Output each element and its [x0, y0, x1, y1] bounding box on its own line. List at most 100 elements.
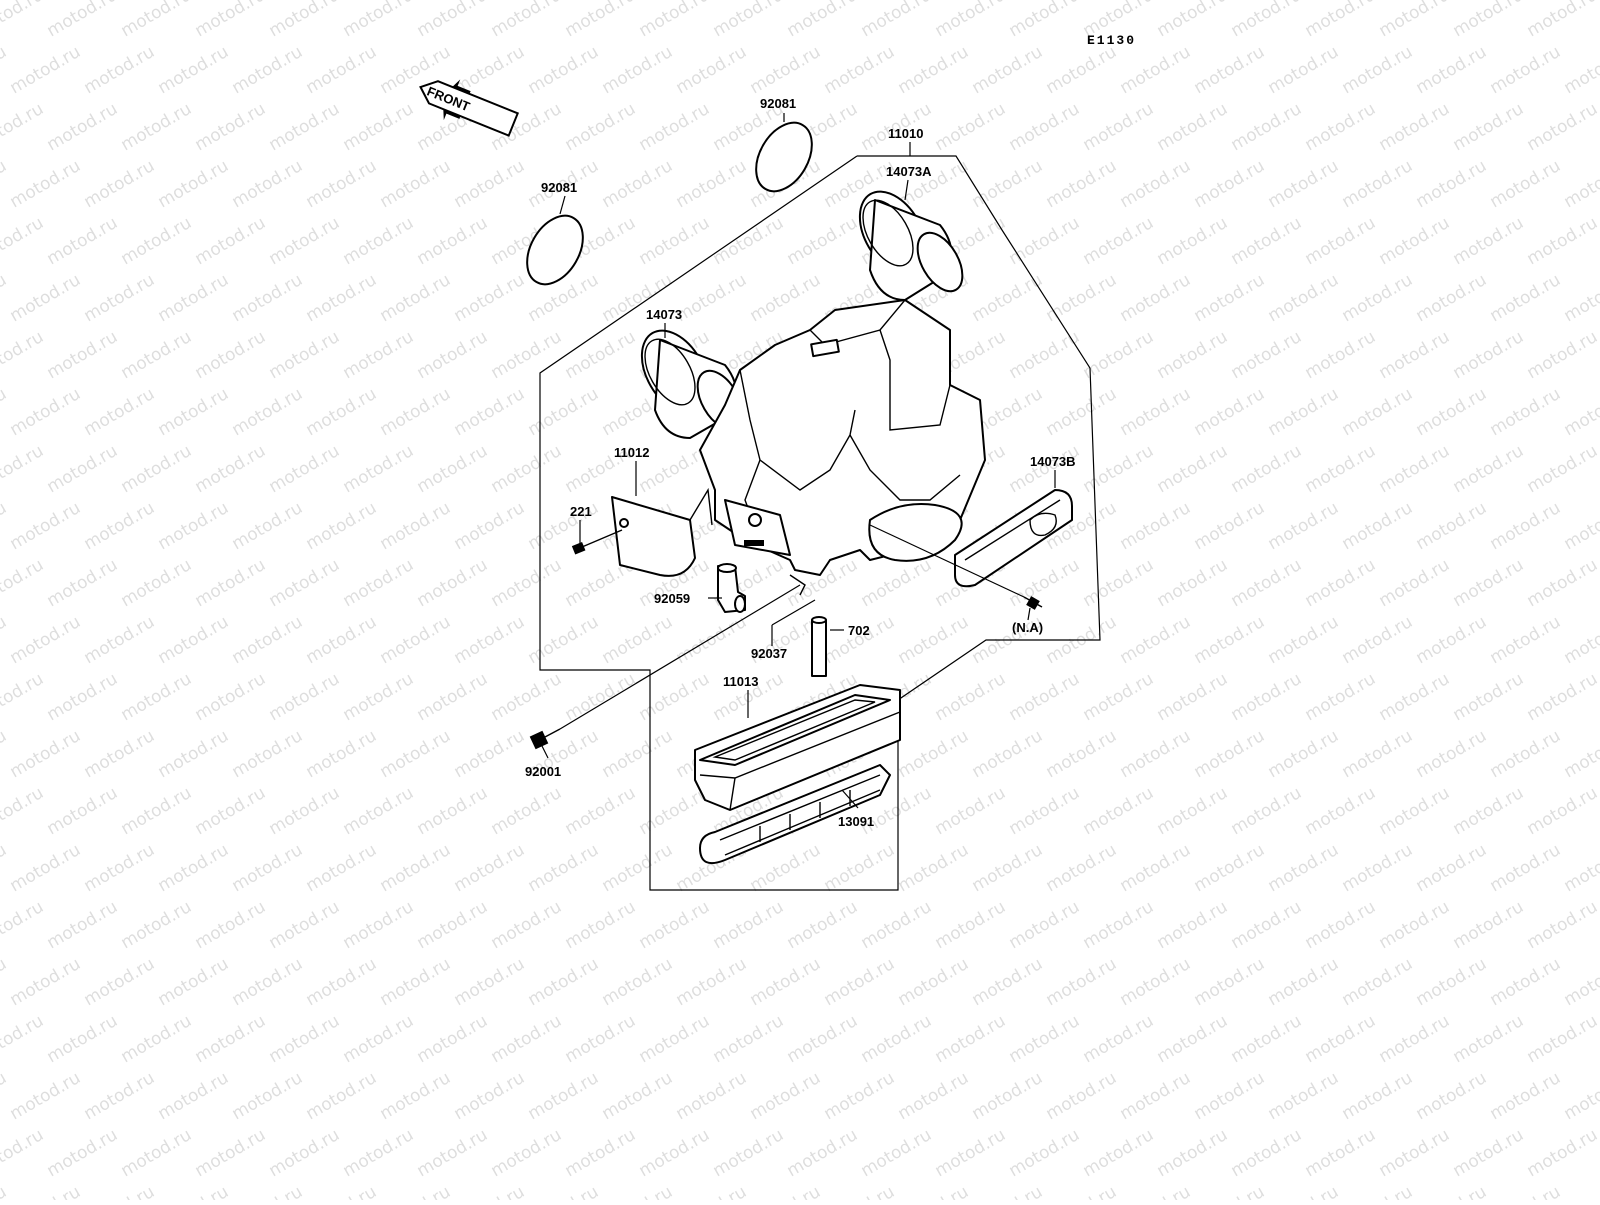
watermark-text: motod.ru — [192, 213, 270, 269]
watermark-text: motod.ru — [155, 1182, 233, 1200]
watermark-text: motod.ru — [673, 42, 751, 98]
watermark-text: motod.ru — [1561, 156, 1600, 212]
watermark-text: motod.ru — [1302, 441, 1380, 497]
watermark-text: motod.ru — [44, 897, 122, 953]
watermark-text: motod.ru — [1265, 270, 1343, 326]
watermark-text: motod.ru — [1450, 213, 1528, 269]
label-11013: 11013 — [723, 674, 758, 689]
watermark-text: motod.ru — [340, 669, 418, 725]
watermark-text: motod.ru — [0, 498, 10, 554]
watermark-text: motod.ru — [1561, 498, 1600, 554]
watermark-text: motod.ru — [1339, 954, 1417, 1010]
watermark-text: motod.ru — [488, 783, 566, 839]
watermark-text: motod.ru — [488, 1011, 566, 1067]
watermark-text: motod.ru — [1376, 669, 1454, 725]
watermark-text: motod.ru — [1561, 726, 1600, 782]
watermark-text: motod.ru — [414, 0, 492, 41]
watermark-text: motod.ru — [1413, 954, 1491, 1010]
watermark-text: motod.ru — [303, 1182, 381, 1200]
watermark-text: motod.ru — [7, 954, 85, 1010]
watermark-text: motod.ru — [44, 783, 122, 839]
watermark-text: motod.ru — [1191, 156, 1269, 212]
diagram-code: E1130 — [1087, 33, 1136, 48]
watermark-text: motod.ru — [340, 213, 418, 269]
watermark-text: motod.ru — [414, 441, 492, 497]
watermark-text: motod.ru — [673, 1068, 751, 1124]
watermark-text: motod.ru — [155, 42, 233, 98]
watermark-text: motod.ru — [377, 156, 455, 212]
watermark-text: motod.ru — [44, 327, 122, 383]
watermark-text: motod.ru — [636, 669, 714, 725]
watermark-text: motod.ru — [44, 441, 122, 497]
watermark-text: motod.ru — [1191, 1068, 1269, 1124]
watermark-text: motod.ru — [1191, 384, 1269, 440]
watermark-text: motod.ru — [1413, 726, 1491, 782]
watermark-text: motod.ru — [525, 612, 603, 668]
watermark-text: motod.ru — [266, 0, 344, 41]
watermark-text: motod.ru — [377, 840, 455, 896]
watermark-text: motod.ru — [784, 213, 862, 269]
watermark-text: motod.ru — [1524, 0, 1600, 41]
watermark-text: motod.ru — [1302, 555, 1380, 611]
watermark-text: motod.ru — [0, 42, 10, 98]
watermark-text: motod.ru — [599, 156, 677, 212]
watermark-text: motod.ru — [451, 270, 529, 326]
watermark-text: motod.ru — [414, 213, 492, 269]
watermark-text: motod.ru — [821, 954, 899, 1010]
watermark-text: motod.ru — [1561, 270, 1600, 326]
watermark-text: motod.ru — [7, 384, 85, 440]
watermark-text: motod.ru — [155, 1068, 233, 1124]
watermark-text: motod.ru — [377, 1068, 455, 1124]
watermark-text: motod.ru — [1117, 384, 1195, 440]
watermark-text: motod.ru — [599, 726, 677, 782]
watermark-text: motod.ru — [0, 726, 10, 782]
watermark-text: motod.ru — [340, 1011, 418, 1067]
watermark-text: motod.ru — [229, 612, 307, 668]
watermark-text: motod.ru — [1191, 612, 1269, 668]
watermark-text: motod.ru — [1080, 897, 1158, 953]
watermark-text: motod.ru — [266, 555, 344, 611]
watermark-text: motod.ru — [525, 1182, 603, 1200]
watermark-text: motod.ru — [1413, 270, 1491, 326]
watermark-text: motod.ru — [414, 555, 492, 611]
watermark-text: motod.ru — [0, 1125, 47, 1181]
watermark-text: motod.ru — [266, 669, 344, 725]
watermark-text: motod.ru — [525, 42, 603, 98]
watermark-text: motod.ru — [451, 612, 529, 668]
watermark-text: motod.ru — [118, 0, 196, 41]
watermark-text: motod.ru — [1154, 783, 1232, 839]
watermark-text: motod.ru — [229, 840, 307, 896]
watermark-text: motod.ru — [1376, 897, 1454, 953]
watermark-text: motod.ru — [81, 498, 159, 554]
watermark-text: motod.ru — [340, 1125, 418, 1181]
watermark-text: motod.ru — [229, 954, 307, 1010]
watermark-text: motod.ru — [0, 1068, 10, 1124]
watermark-text: motod.ru — [377, 270, 455, 326]
watermark-text: motod.ru — [1265, 1068, 1343, 1124]
watermark-text: motod.ru — [81, 270, 159, 326]
watermark-text: motod.ru — [1487, 156, 1565, 212]
watermark-text: motod.ru — [1302, 669, 1380, 725]
watermark-text: motod.ru — [0, 897, 47, 953]
watermark-text: motod.ru — [1302, 99, 1380, 155]
label-92081-right: 92081 — [760, 96, 796, 111]
watermark-text: motod.ru — [1413, 1182, 1491, 1200]
watermark-text: motod.ru — [192, 327, 270, 383]
watermark-text: motod.ru — [710, 897, 788, 953]
watermark-text: motod.ru — [377, 1182, 455, 1200]
watermark-text: motod.ru — [7, 1068, 85, 1124]
watermark-text: motod.ru — [784, 897, 862, 953]
watermark-text: motod.ru — [7, 270, 85, 326]
watermark-text: motod.ru — [821, 1182, 899, 1200]
watermark-text: motod.ru — [1154, 99, 1232, 155]
watermark-text: motod.ru — [1376, 441, 1454, 497]
watermark-text: motod.ru — [1487, 726, 1565, 782]
watermark-text: motod.ru — [1487, 954, 1565, 1010]
watermark-text: motod.ru — [895, 42, 973, 98]
watermark-text: motod.ru — [1265, 156, 1343, 212]
watermark-text: motod.ru — [1006, 0, 1084, 41]
watermark-text: motod.ru — [1154, 897, 1232, 953]
watermark-text: motod.ru — [340, 783, 418, 839]
watermark-text: motod.ru — [1080, 1011, 1158, 1067]
watermark-text: motod.ru — [303, 270, 381, 326]
